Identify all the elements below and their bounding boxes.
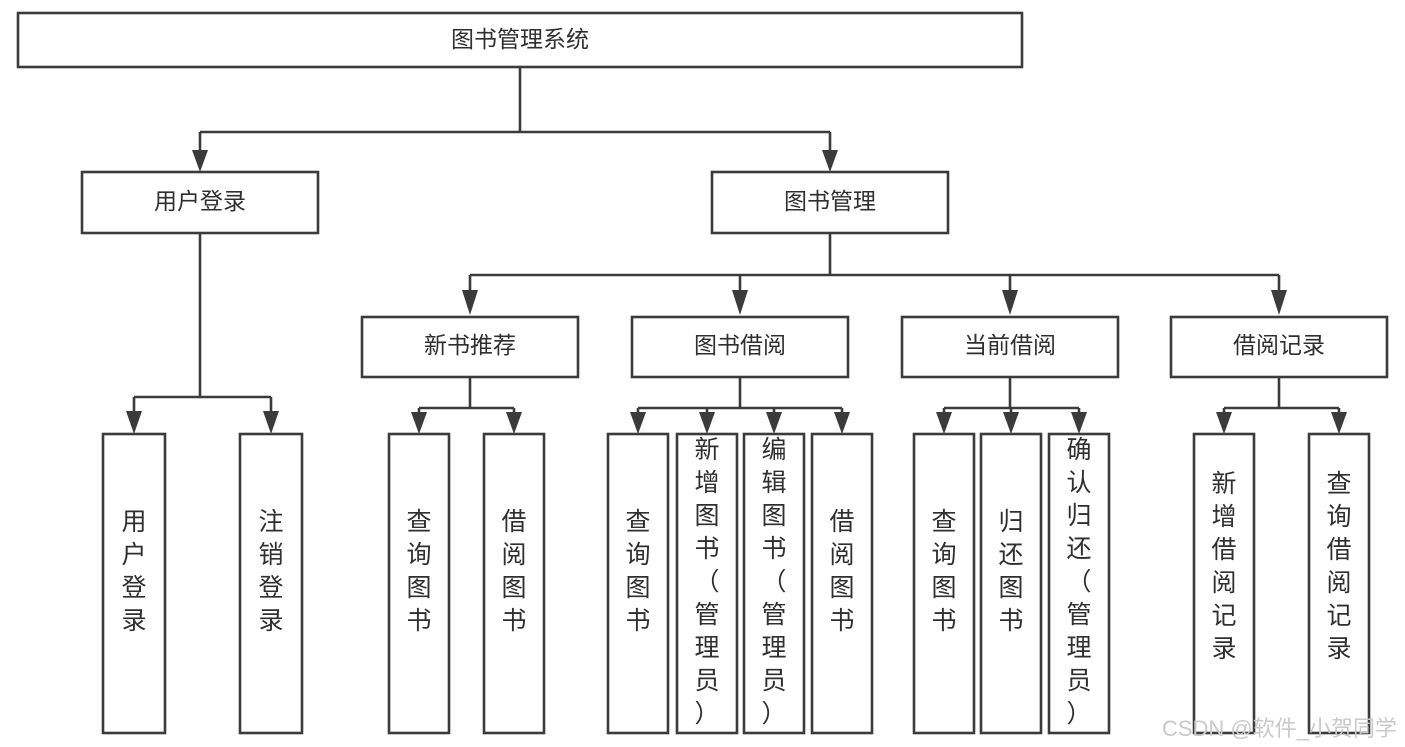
arrow-head-current-leaf-2	[1071, 412, 1087, 434]
node-borrow-record[interactable]: 借阅记录	[1169, 315, 1389, 379]
node-user-login-label: 用户登录	[154, 188, 246, 214]
node-user-login-box[interactable]	[80, 170, 320, 235]
leaf-recommend-1-label: 借阅图书	[501, 508, 526, 635]
node-root-book-management-system[interactable]: 图书管理系统	[16, 11, 1024, 69]
node-book-borrow-box[interactable]	[630, 315, 850, 379]
node-borrow-record-label: 借阅记录	[1233, 332, 1325, 358]
node-current-borrow[interactable]: 当前借阅	[900, 315, 1120, 379]
leaf-current-2-label: 确认归还（管理员）	[1066, 436, 1091, 728]
leaf-node-borrow-add-book[interactable]: 新增图书（管理员）	[675, 432, 739, 735]
arrow-head-borrow-leaf-2	[766, 412, 782, 434]
arrow-head-current-leaf-0	[936, 412, 952, 434]
arrow-head-borrow-leaf-0	[630, 412, 646, 434]
leaf-borrow-0-box[interactable]	[606, 432, 670, 735]
leaf-current-0-label: 查询图书	[931, 508, 956, 635]
leaf-borrow-2-box[interactable]	[742, 432, 806, 735]
arrow-head-user-login	[192, 150, 208, 172]
node-new-book-recommend-box[interactable]	[360, 315, 580, 379]
arrow-head-record-leaf-1	[1331, 412, 1347, 434]
watermark-label: CSDN @软件_小贺同学	[1162, 716, 1397, 741]
leaf-borrow-1-label: 新增图书（管理员）	[694, 436, 719, 728]
node-borrow-record-box[interactable]	[1169, 315, 1389, 379]
arrow-head-borrow-leaf-1	[699, 412, 715, 434]
arrow-head-current-leaf-1	[1003, 412, 1019, 434]
leaf-borrow-0-label: 查询图书	[625, 508, 650, 635]
arrow-head-borrow-leaf-3	[834, 412, 850, 434]
node-book-management-box[interactable]	[710, 170, 950, 235]
leaf-user-login-box[interactable]	[101, 432, 167, 735]
leaf-current-1-box[interactable]	[979, 432, 1043, 735]
leaf-recommend-0-box[interactable]	[387, 432, 451, 735]
leaf-node-logout[interactable]: 注销登录	[238, 432, 304, 735]
leaf-record-0-box[interactable]	[1192, 432, 1256, 735]
connectors-layer	[126, 67, 1347, 434]
arrow-head-book-borrow	[732, 290, 748, 315]
arrow-head-record-leaf-0	[1216, 412, 1232, 434]
arrow-head-borrow-record	[1271, 290, 1287, 315]
leaf-node-current-confirm-return[interactable]: 确认归还（管理员）	[1047, 432, 1111, 735]
leaf-current-1-label: 归还图书	[998, 508, 1023, 635]
leaf-node-recommend-borrow-book[interactable]: 借阅图书	[482, 432, 546, 735]
leaf-node-record-add[interactable]: 新增借阅记录	[1192, 432, 1256, 735]
leaf-recommend-0-label: 查询图书	[406, 508, 431, 635]
node-new-book-recommend-label: 新书推荐	[424, 332, 516, 358]
leaf-node-user-login[interactable]: 用户登录	[101, 432, 167, 735]
arrow-head-new-book-recommend	[462, 290, 478, 315]
leaf-borrow-3-box[interactable]	[810, 432, 874, 735]
leaf-record-1-label: 查询借阅记录	[1326, 470, 1351, 663]
node-current-borrow-label: 当前借阅	[964, 332, 1056, 358]
leaf-node-borrow-borrow-book[interactable]: 借阅图书	[810, 432, 874, 735]
node-user-login[interactable]: 用户登录	[80, 170, 320, 235]
leaf-user-login-label: 用户登录	[121, 508, 146, 635]
node-root-box[interactable]	[16, 11, 1024, 69]
node-new-book-recommend[interactable]: 新书推荐	[360, 315, 580, 379]
node-root-label: 图书管理系统	[451, 26, 589, 52]
node-book-borrow-label: 图书借阅	[694, 332, 786, 358]
arrow-head-leaf-logout	[263, 411, 279, 434]
node-current-borrow-box[interactable]	[900, 315, 1120, 379]
arrow-head-recommend-leaf-1	[506, 412, 522, 434]
leaf-node-record-query[interactable]: 查询借阅记录	[1307, 432, 1371, 735]
leaf-current-0-box[interactable]	[912, 432, 976, 735]
arrow-head-current-borrow	[1002, 290, 1018, 315]
leaf-node-current-return-book[interactable]: 归还图书	[979, 432, 1043, 735]
arrow-head-recommend-leaf-0	[411, 412, 427, 434]
leaf-node-recommend-query-book[interactable]: 查询图书	[387, 432, 451, 735]
leaf-logout-box[interactable]	[238, 432, 304, 735]
leaf-node-current-query-book[interactable]: 查询图书	[912, 432, 976, 735]
leaf-record-1-box[interactable]	[1307, 432, 1371, 735]
leaf-recommend-1-box[interactable]	[482, 432, 546, 735]
leaf-borrow-3-label: 借阅图书	[829, 508, 854, 635]
leaf-record-0-label: 新增借阅记录	[1211, 470, 1236, 663]
leaf-logout-label: 注销登录	[258, 508, 283, 635]
leaf-borrow-2-label: 编辑图书（管理员）	[761, 436, 786, 728]
node-book-management[interactable]: 图书管理	[710, 170, 950, 235]
arrow-head-leaf-user-login	[126, 411, 142, 434]
leaf-node-borrow-edit-book[interactable]: 编辑图书（管理员）	[742, 432, 806, 735]
leaf-current-2-box[interactable]	[1047, 432, 1111, 735]
leaf-borrow-1-box[interactable]	[675, 432, 739, 735]
leaf-node-borrow-query-book[interactable]: 查询图书	[606, 432, 670, 735]
node-book-borrow[interactable]: 图书借阅	[630, 315, 850, 379]
node-book-management-label: 图书管理	[784, 188, 876, 214]
arrow-head-book-management	[822, 150, 838, 172]
